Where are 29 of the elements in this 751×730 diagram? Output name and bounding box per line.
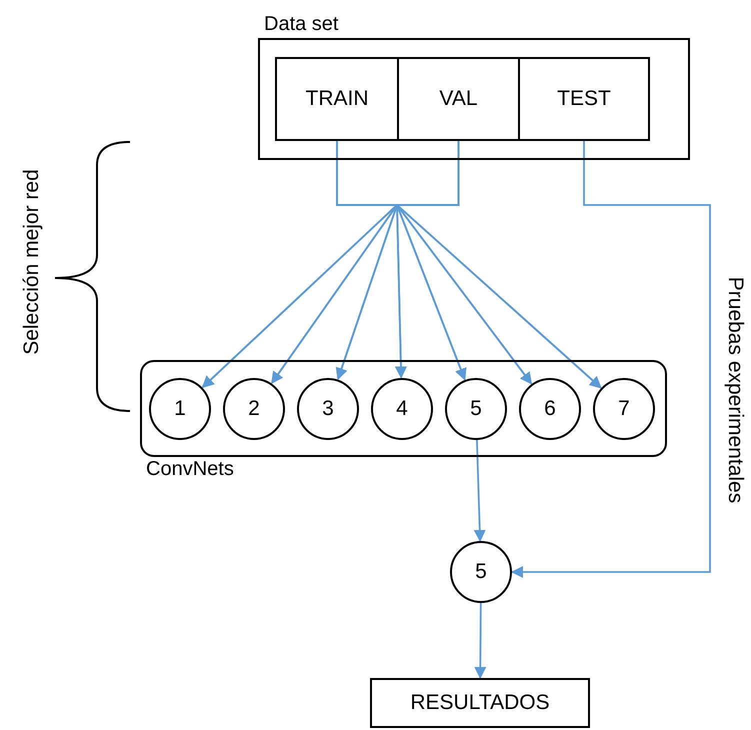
circle-node bbox=[445, 378, 507, 440]
node-label: TEST bbox=[557, 87, 611, 111]
node-label: 5 bbox=[470, 396, 482, 420]
node-label: 3 bbox=[322, 396, 334, 420]
circle-node bbox=[519, 378, 581, 440]
node-label: 5 bbox=[475, 560, 487, 584]
node-label: 2 bbox=[248, 396, 260, 420]
box bbox=[370, 678, 590, 728]
connector-arrow bbox=[474, 439, 486, 542]
circle-node bbox=[593, 378, 655, 440]
connector-arrow bbox=[511, 141, 711, 578]
node-label: 7 bbox=[618, 396, 630, 420]
box bbox=[275, 57, 399, 141]
box bbox=[518, 57, 650, 141]
node-label: 6 bbox=[544, 396, 556, 420]
node-label: 1 bbox=[174, 396, 186, 420]
box bbox=[397, 57, 520, 141]
circle-node bbox=[223, 378, 285, 440]
circle-node bbox=[450, 541, 512, 603]
circle-node bbox=[297, 378, 359, 440]
heading: Data set bbox=[264, 13, 338, 36]
node-label: TRAIN bbox=[306, 87, 368, 111]
node-label: VAL bbox=[439, 87, 478, 111]
connector-arrow bbox=[474, 603, 486, 679]
circle-node bbox=[149, 378, 211, 440]
node-label: RESULTADOS bbox=[410, 691, 550, 715]
heading: ConvNets bbox=[146, 458, 234, 481]
node-label: 4 bbox=[396, 396, 408, 420]
circle-node bbox=[371, 378, 433, 440]
